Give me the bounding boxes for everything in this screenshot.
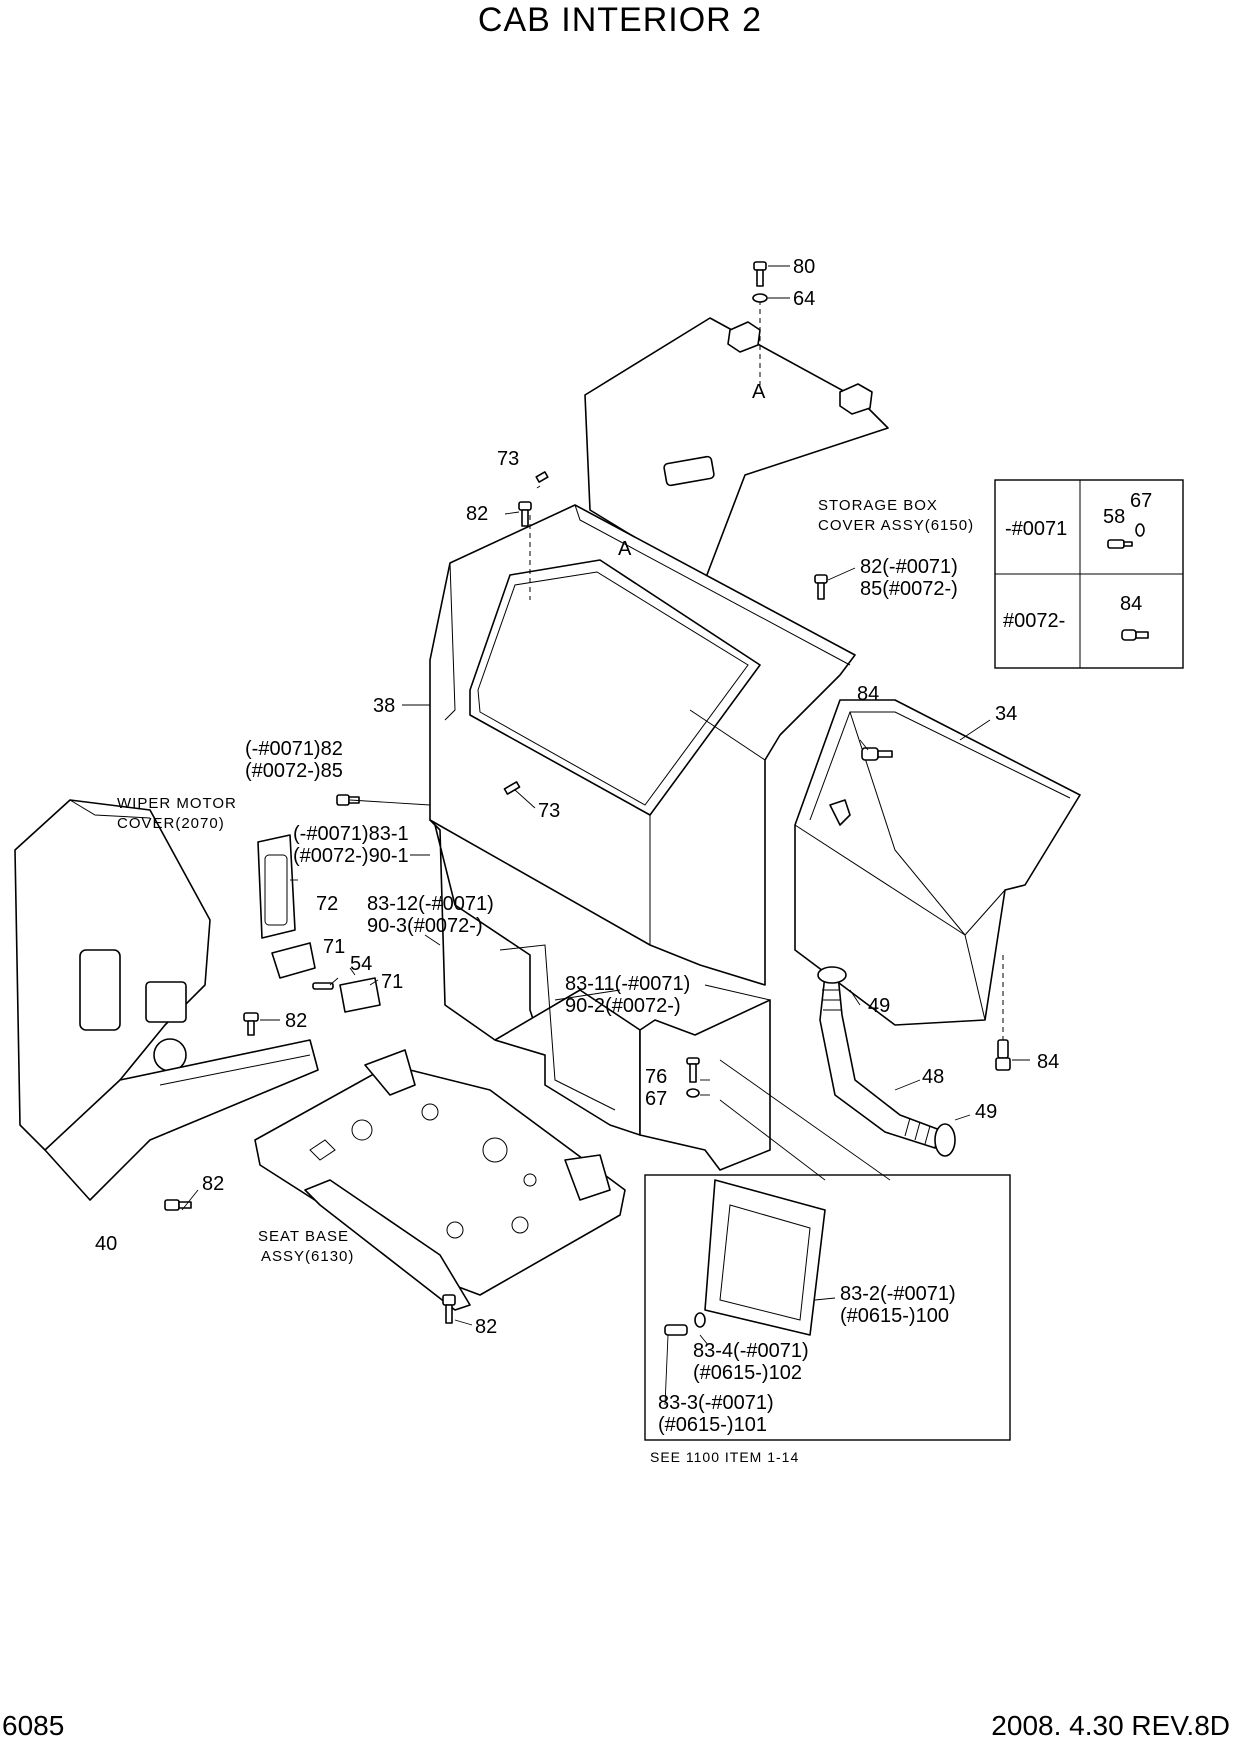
- callout-82-85-a: 82(-#0071): [860, 556, 958, 578]
- callout-73-top: 73: [497, 448, 519, 470]
- callout-71-b: 71: [381, 971, 403, 993]
- callout-40: 40: [95, 1233, 117, 1255]
- callout-49-top: 49: [868, 995, 890, 1017]
- note-storage-box-2: COVER ASSY(6150): [818, 517, 974, 534]
- callout-83-4: 83-4(-#0071): [693, 1340, 809, 1362]
- callout-100: (#0615-)100: [840, 1305, 949, 1327]
- page-number: 6085: [2, 1710, 65, 1741]
- wiper-motor-cover-40: [14, 799, 319, 1201]
- inset-detail-box: [644, 1174, 1011, 1441]
- rear-panel-38: [429, 471, 856, 986]
- callout-a-cover: A: [752, 381, 766, 403]
- callout-72: 72: [316, 893, 338, 915]
- table-serial-2: #0072-: [1003, 610, 1065, 632]
- callout-67: 67: [645, 1088, 667, 1110]
- pads-71-54: [271, 942, 381, 1013]
- bolt-82-seat: [442, 1294, 456, 1324]
- callout-54: 54: [350, 953, 372, 975]
- callout-102: (#0615-)102: [693, 1362, 802, 1384]
- screw-82-top: [518, 501, 532, 527]
- callout-80: 80: [793, 256, 815, 278]
- leader-lines: [181, 485, 1030, 1346]
- callout-83-11: 83-11(-#0071): [565, 973, 690, 995]
- callout-82-85-b: 85(#0072-): [860, 578, 958, 600]
- screw-82-85-right: [814, 567, 856, 600]
- bolt-84-lower: [995, 955, 1011, 1071]
- lower-panels-83-90: [429, 819, 771, 1171]
- washer-64: [752, 293, 790, 303]
- variant-table: [994, 479, 1184, 669]
- callout-90-3: 90-3(#0072-): [367, 915, 483, 937]
- callout-73-bottom: 73: [538, 800, 560, 822]
- callout-82-85-left-b: (#0072-)85: [245, 760, 343, 782]
- callout-83-3: 83-3(-#0071): [658, 1392, 774, 1414]
- note-seat-1: SEAT BASE: [258, 1228, 349, 1245]
- note-wiper-2: COVER(2070): [117, 815, 225, 832]
- callout-82-cover: 82: [202, 1173, 224, 1195]
- screws-82-left: [164, 794, 360, 1211]
- callout-83-12: 83-12(-#0071): [367, 893, 494, 915]
- callout-101: (#0615-)101: [658, 1414, 767, 1436]
- revision-date: 2008. 4.30 REV.8D: [991, 1710, 1230, 1741]
- seat-base: [254, 1049, 626, 1311]
- table-serial-1: -#0071: [1005, 518, 1067, 540]
- callout-49-bottom: 49: [975, 1101, 997, 1123]
- callout-90-1: (#0072-)90-1: [293, 845, 409, 867]
- table-part-58: 58: [1103, 506, 1125, 528]
- callout-82-left: 82: [285, 1010, 307, 1032]
- callout-a-panel: A: [618, 538, 632, 560]
- callout-84-lower: 84: [1037, 1051, 1059, 1073]
- note-storage-box-1: STORAGE BOX: [818, 497, 938, 514]
- diagram-title: CAB INTERIOR 2: [477, 1, 763, 39]
- table-part-84: 84: [1120, 593, 1142, 615]
- fasteners-76-67: [686, 1057, 700, 1098]
- callout-90-2: 90-2(#0072-): [565, 995, 681, 1017]
- table-part-67: 67: [1130, 490, 1152, 512]
- callout-64: 64: [793, 288, 815, 310]
- callout-71-a: 71: [323, 936, 345, 958]
- callout-84-box: 84: [857, 683, 879, 705]
- callout-76: 76: [645, 1066, 667, 1088]
- note-seat-2: ASSY(6130): [261, 1248, 354, 1265]
- callout-48: 48: [922, 1066, 944, 1088]
- note-see-item: SEE 1100 ITEM 1-14: [650, 1449, 799, 1465]
- callout-82-top: 82: [466, 503, 488, 525]
- note-wiper-1: WIPER MOTOR: [117, 795, 237, 812]
- duct-hose-48-49: [817, 966, 956, 1157]
- callout-83-2: 83-2(-#0071): [840, 1283, 956, 1305]
- callout-82-85-left-a: (-#0071)82: [245, 738, 343, 760]
- callout-34: 34: [995, 703, 1017, 725]
- bolt-80: [753, 261, 790, 287]
- callout-82-seat: 82: [475, 1316, 497, 1338]
- callout-38: 38: [373, 695, 395, 717]
- callout-83-1: (-#0071)83-1: [293, 823, 409, 845]
- storage-box-cover: [584, 300, 889, 581]
- bolt-84-box: [861, 747, 893, 761]
